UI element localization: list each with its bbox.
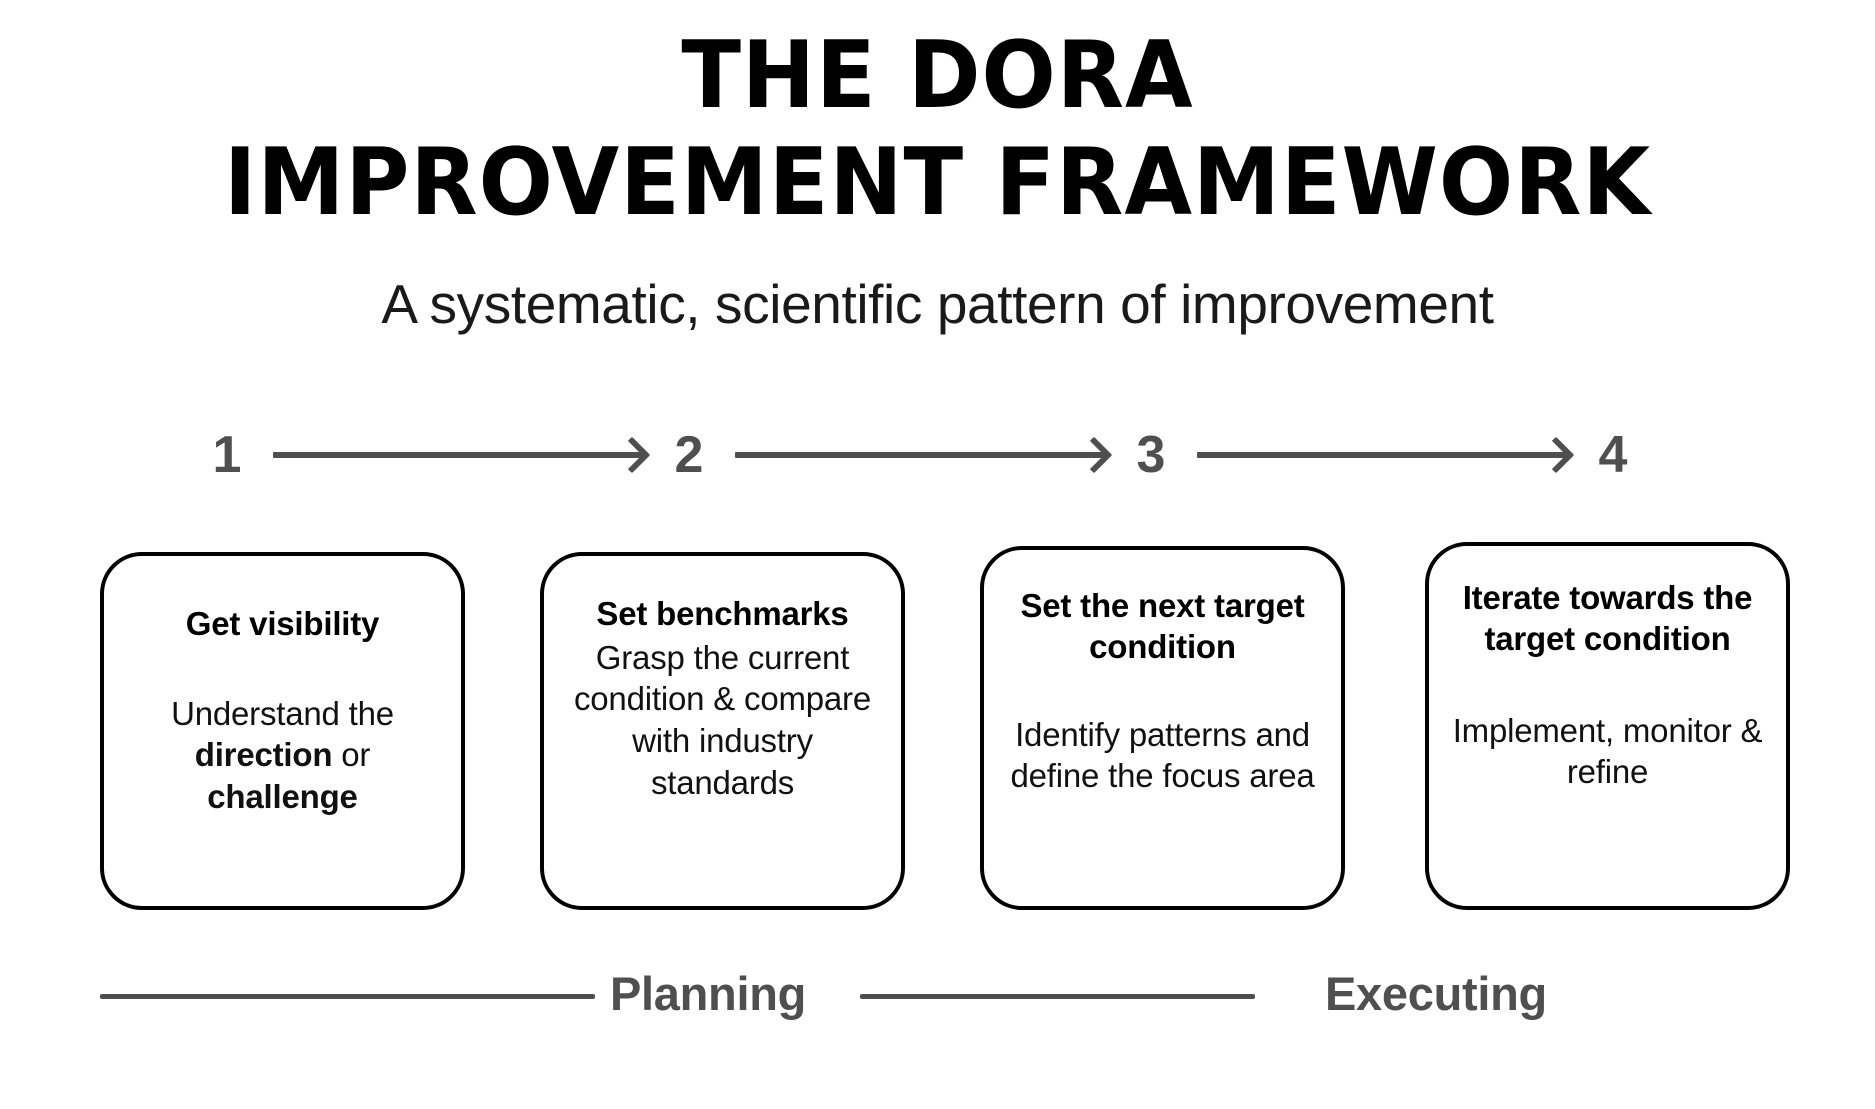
- body-text: Identify patterns and define the focus a…: [1010, 715, 1315, 795]
- step-card-1-body: Understand the direction or challenge: [118, 693, 447, 818]
- step-number-3: 3: [1136, 426, 1166, 484]
- step-cards: Get visibility Understand the direction …: [100, 542, 1790, 917]
- arrow-right-icon-1: [273, 436, 651, 474]
- step-card-3-body: Identify patterns and define the focus a…: [998, 714, 1327, 797]
- body-text: Understand the: [171, 694, 394, 732]
- phase-label-executing: Executing: [1325, 967, 1547, 1020]
- arrow-right-icon-3: [1197, 436, 1575, 474]
- step-card-2[interactable]: Set benchmarks Grasp the current conditi…: [540, 552, 905, 910]
- emphasis-text: challenge: [207, 778, 358, 816]
- step-card-3-title: Set the next target condition: [1020, 587, 1305, 665]
- arrow-head: [1075, 436, 1113, 474]
- body-text: Grasp the current condition & compare wi…: [573, 638, 872, 801]
- arrow-shaft: [273, 452, 643, 458]
- arrow-head: [613, 436, 651, 474]
- title-line-2: IMPROVEMENT FRAMEWORK: [223, 127, 1652, 236]
- step-card-2-title: Set benchmarks: [596, 595, 849, 632]
- step-card-4-title: Iterate towards the target condition: [1462, 579, 1753, 657]
- phase-divider-left: [100, 994, 595, 999]
- step-card-3[interactable]: Set the next target condition Identify p…: [980, 546, 1345, 910]
- step-card-4[interactable]: Iterate towards the target condition Imp…: [1425, 542, 1790, 910]
- step-sequence: 1 2 3 4: [205, 420, 1635, 490]
- step-card-4-body: Implement, monitor & refine: [1443, 710, 1772, 793]
- body-text: or: [332, 736, 371, 774]
- emphasis-text: direction: [194, 736, 333, 774]
- arrow-shaft: [1197, 452, 1567, 458]
- phase-divider-right: [860, 994, 1255, 999]
- body-text: Implement, monitor & refine: [1452, 711, 1763, 791]
- step-card-1[interactable]: Get visibility Understand the direction …: [100, 552, 465, 910]
- arrow-head: [1537, 436, 1575, 474]
- arrow-right-icon-2: [735, 436, 1113, 474]
- page-subtitle: A systematic, scientific pattern of impr…: [381, 273, 1494, 335]
- title-line-1: THE DORA: [681, 21, 1194, 129]
- step-number-2: 2: [674, 426, 704, 484]
- step-card-2-body: Grasp the current condition & compare wi…: [558, 637, 887, 803]
- phase-band: Planning Executing: [100, 968, 1790, 1030]
- step-number-4: 4: [1598, 426, 1628, 484]
- step-card-1-title: Get visibility: [185, 605, 380, 642]
- step-number-1: 1: [212, 426, 242, 484]
- phase-label-planning: Planning: [610, 967, 807, 1020]
- arrow-shaft: [735, 452, 1105, 458]
- page-title: THE DORA IMPROVEMENT FRAMEWORK: [56, 22, 1819, 236]
